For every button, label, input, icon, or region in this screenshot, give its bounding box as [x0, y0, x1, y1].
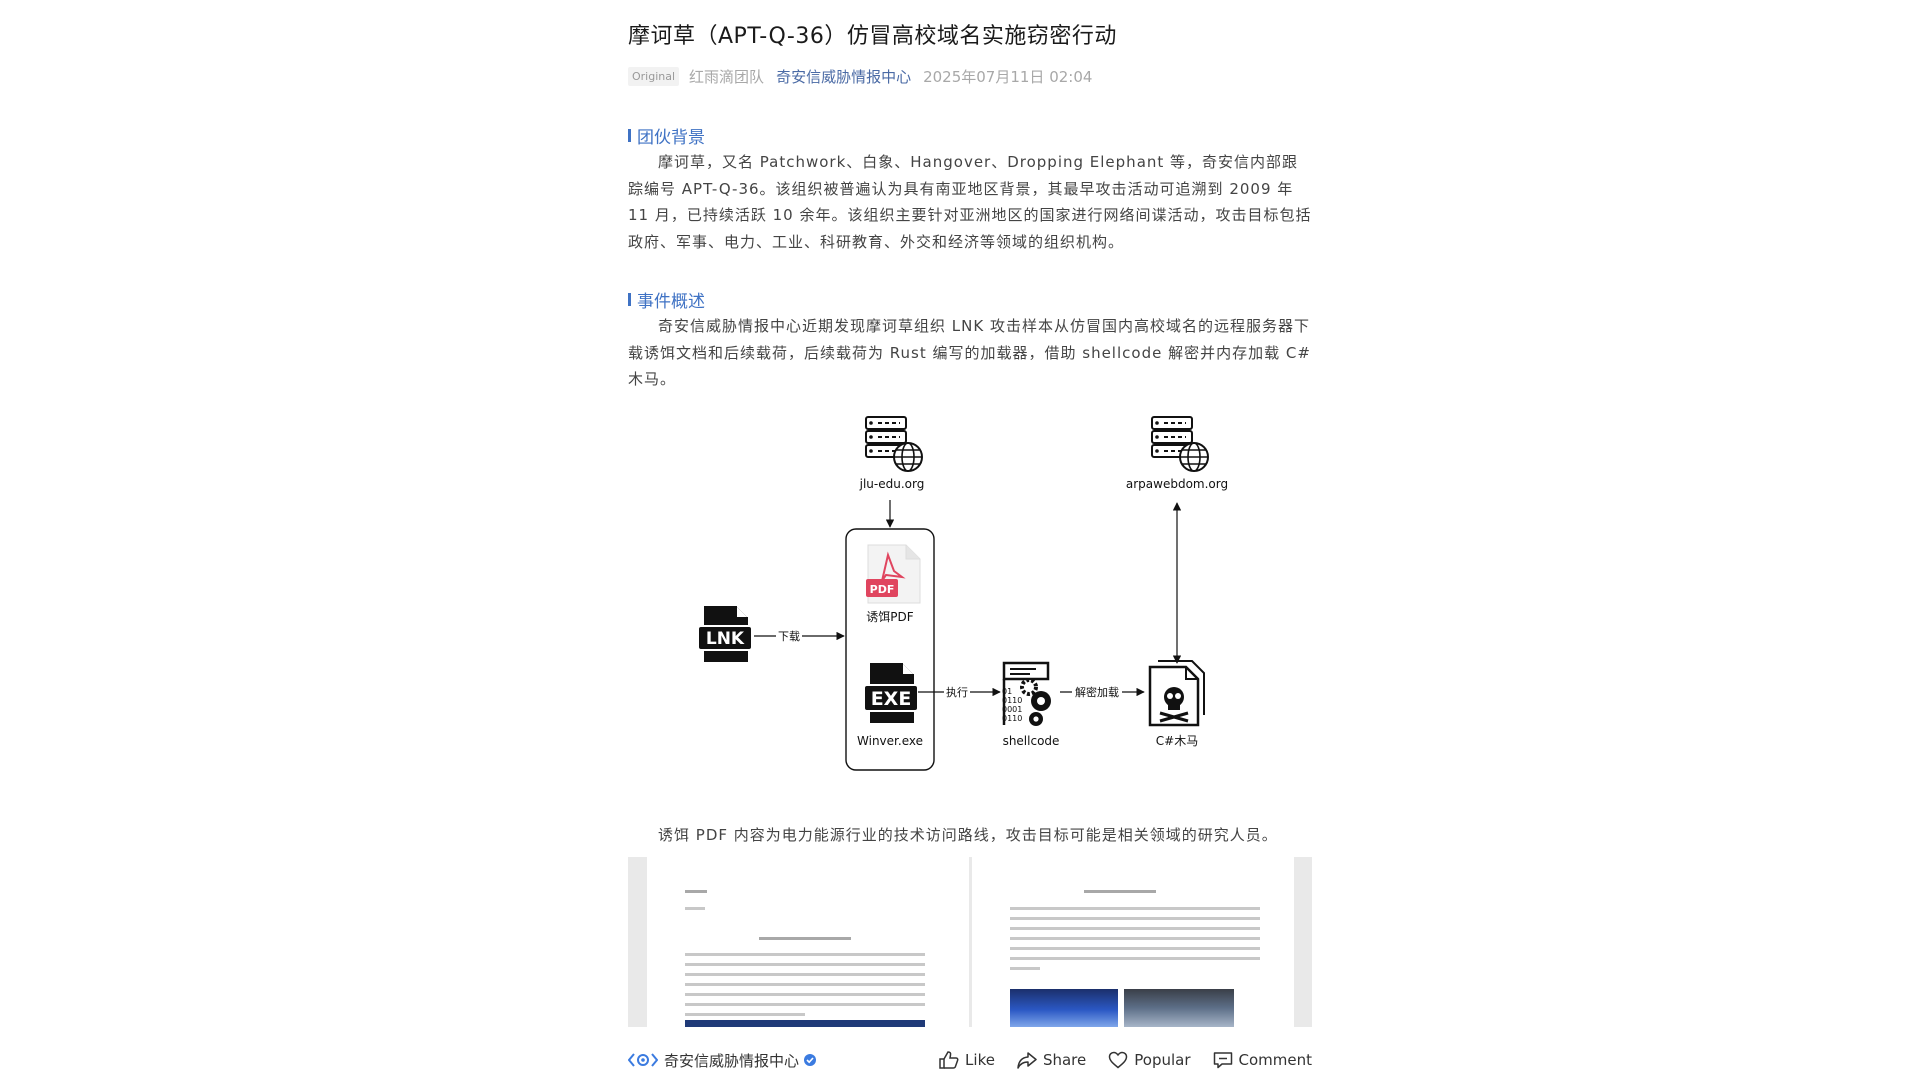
edge-label-bg [776, 627, 802, 643]
article-title: 摩诃草（APT-Q-36）仿冒高校域名实施窃密行动 [628, 24, 1117, 49]
pdf-page [972, 857, 1294, 1027]
paragraph-text: 奇安信威胁情报中心近期发现摩诃草组织 LNK 攻击样本从仿冒国内高校域名的远程服… [628, 317, 1311, 388]
share-button[interactable]: Share [1017, 1051, 1086, 1069]
comment-label: Comment [1238, 1051, 1313, 1069]
trojan-file-icon [1148, 660, 1205, 727]
bottom-bar: 奇安信威胁情报中心 Like Share Popular [628, 1045, 1312, 1075]
overview-paragraph: 奇安信威胁情报中心近期发现摩诃草组织 LNK 攻击样本从仿冒国内高校域名的远程服… [628, 313, 1312, 393]
popular-label: Popular [1134, 1051, 1191, 1069]
account-link[interactable]: 奇安信威胁情报中心 [776, 67, 912, 86]
edge-label-download: 下载 [778, 630, 800, 643]
lnk-icon-text: LNK [706, 629, 745, 649]
popular-button[interactable]: Popular [1108, 1051, 1191, 1069]
exe-label: Winver.exe [857, 734, 923, 748]
author-name: 红雨滴团队 [689, 67, 765, 86]
like-label: Like [965, 1051, 995, 1069]
article-meta: Original 红雨滴团队 奇安信威胁情报中心 2025年07月11日 02:… [628, 66, 1092, 86]
edge-label-decrypt-load: 解密加载 [1075, 685, 1119, 699]
pdf-page [647, 857, 969, 1027]
background-paragraph: 摩诃草，又名 Patchwork、白象、Hangover、Dropping El… [628, 149, 1312, 255]
binary-line: 0001 [1002, 705, 1022, 714]
server-domain-label: arpawebdom.org [1126, 477, 1228, 491]
pdf-file-icon: PDF [866, 544, 921, 604]
attack-chain-diagram: jlu-edu.org arpawebdom.org PDF [697, 416, 1228, 771]
like-button[interactable]: Like [939, 1051, 995, 1069]
heart-icon [1108, 1051, 1128, 1069]
trojan-label: C#木马 [1156, 734, 1198, 748]
section-heading-text: 事件概述 [637, 292, 705, 312]
share-label: Share [1042, 1051, 1087, 1069]
comment-button[interactable]: Comment [1213, 1051, 1313, 1069]
original-tag: Original [628, 66, 680, 86]
edge-label-execute: 执行 [946, 685, 968, 699]
footer-account[interactable]: 奇安信威胁情报中心 [628, 1050, 817, 1071]
pdf-label: 诱饵PDF [866, 610, 913, 624]
share-icon [1017, 1052, 1037, 1069]
section-heading-overview: 事件概述 [628, 287, 705, 312]
exe-file-icon: EXE [863, 663, 919, 723]
exe-icon-text: EXE [871, 688, 912, 710]
binary-line: 0110 [1002, 696, 1022, 705]
server-icon [1151, 416, 1209, 472]
footer-account-name[interactable]: 奇安信威胁情报中心 [664, 1051, 800, 1070]
binary-line: 01 [1002, 687, 1012, 696]
paragraph-text: 摩诃草，又名 Patchwork、白象、Hangover、Dropping El… [628, 153, 1312, 251]
heading-bar [628, 293, 631, 306]
section-heading-text: 团伙背景 [637, 128, 705, 148]
caption-paragraph: 诱饵 PDF 内容为电力能源行业的技术访问路线，攻击目标可能是相关领域的研究人员… [628, 822, 1312, 849]
verified-badge-icon [804, 1054, 817, 1066]
comment-icon [1213, 1052, 1232, 1069]
shellcode-label: shellcode [1003, 734, 1060, 748]
edge-label-bg [1072, 683, 1122, 699]
heading-bar [628, 129, 631, 142]
binary-line: 0110 [1002, 714, 1022, 723]
account-logo-icon [628, 1053, 658, 1067]
shellcode-icon [1002, 661, 1051, 726]
caption-text: 诱饵 PDF 内容为电力能源行业的技术访问路线，攻击目标可能是相关领域的研究人员… [658, 826, 1278, 844]
pdf-icon-text: PDF [870, 583, 895, 596]
decoy-pdf-preview[interactable] [628, 857, 1312, 1027]
lnk-file-icon: LNK [697, 606, 753, 662]
edge-label-bg [944, 683, 970, 699]
server-domain-label: jlu-edu.org [859, 477, 925, 491]
thumbs-up-icon [939, 1051, 959, 1069]
server-icon [865, 416, 923, 472]
publish-date: 2025年07月11日 02:04 [923, 67, 1093, 86]
section-heading-background: 团伙背景 [628, 123, 705, 148]
